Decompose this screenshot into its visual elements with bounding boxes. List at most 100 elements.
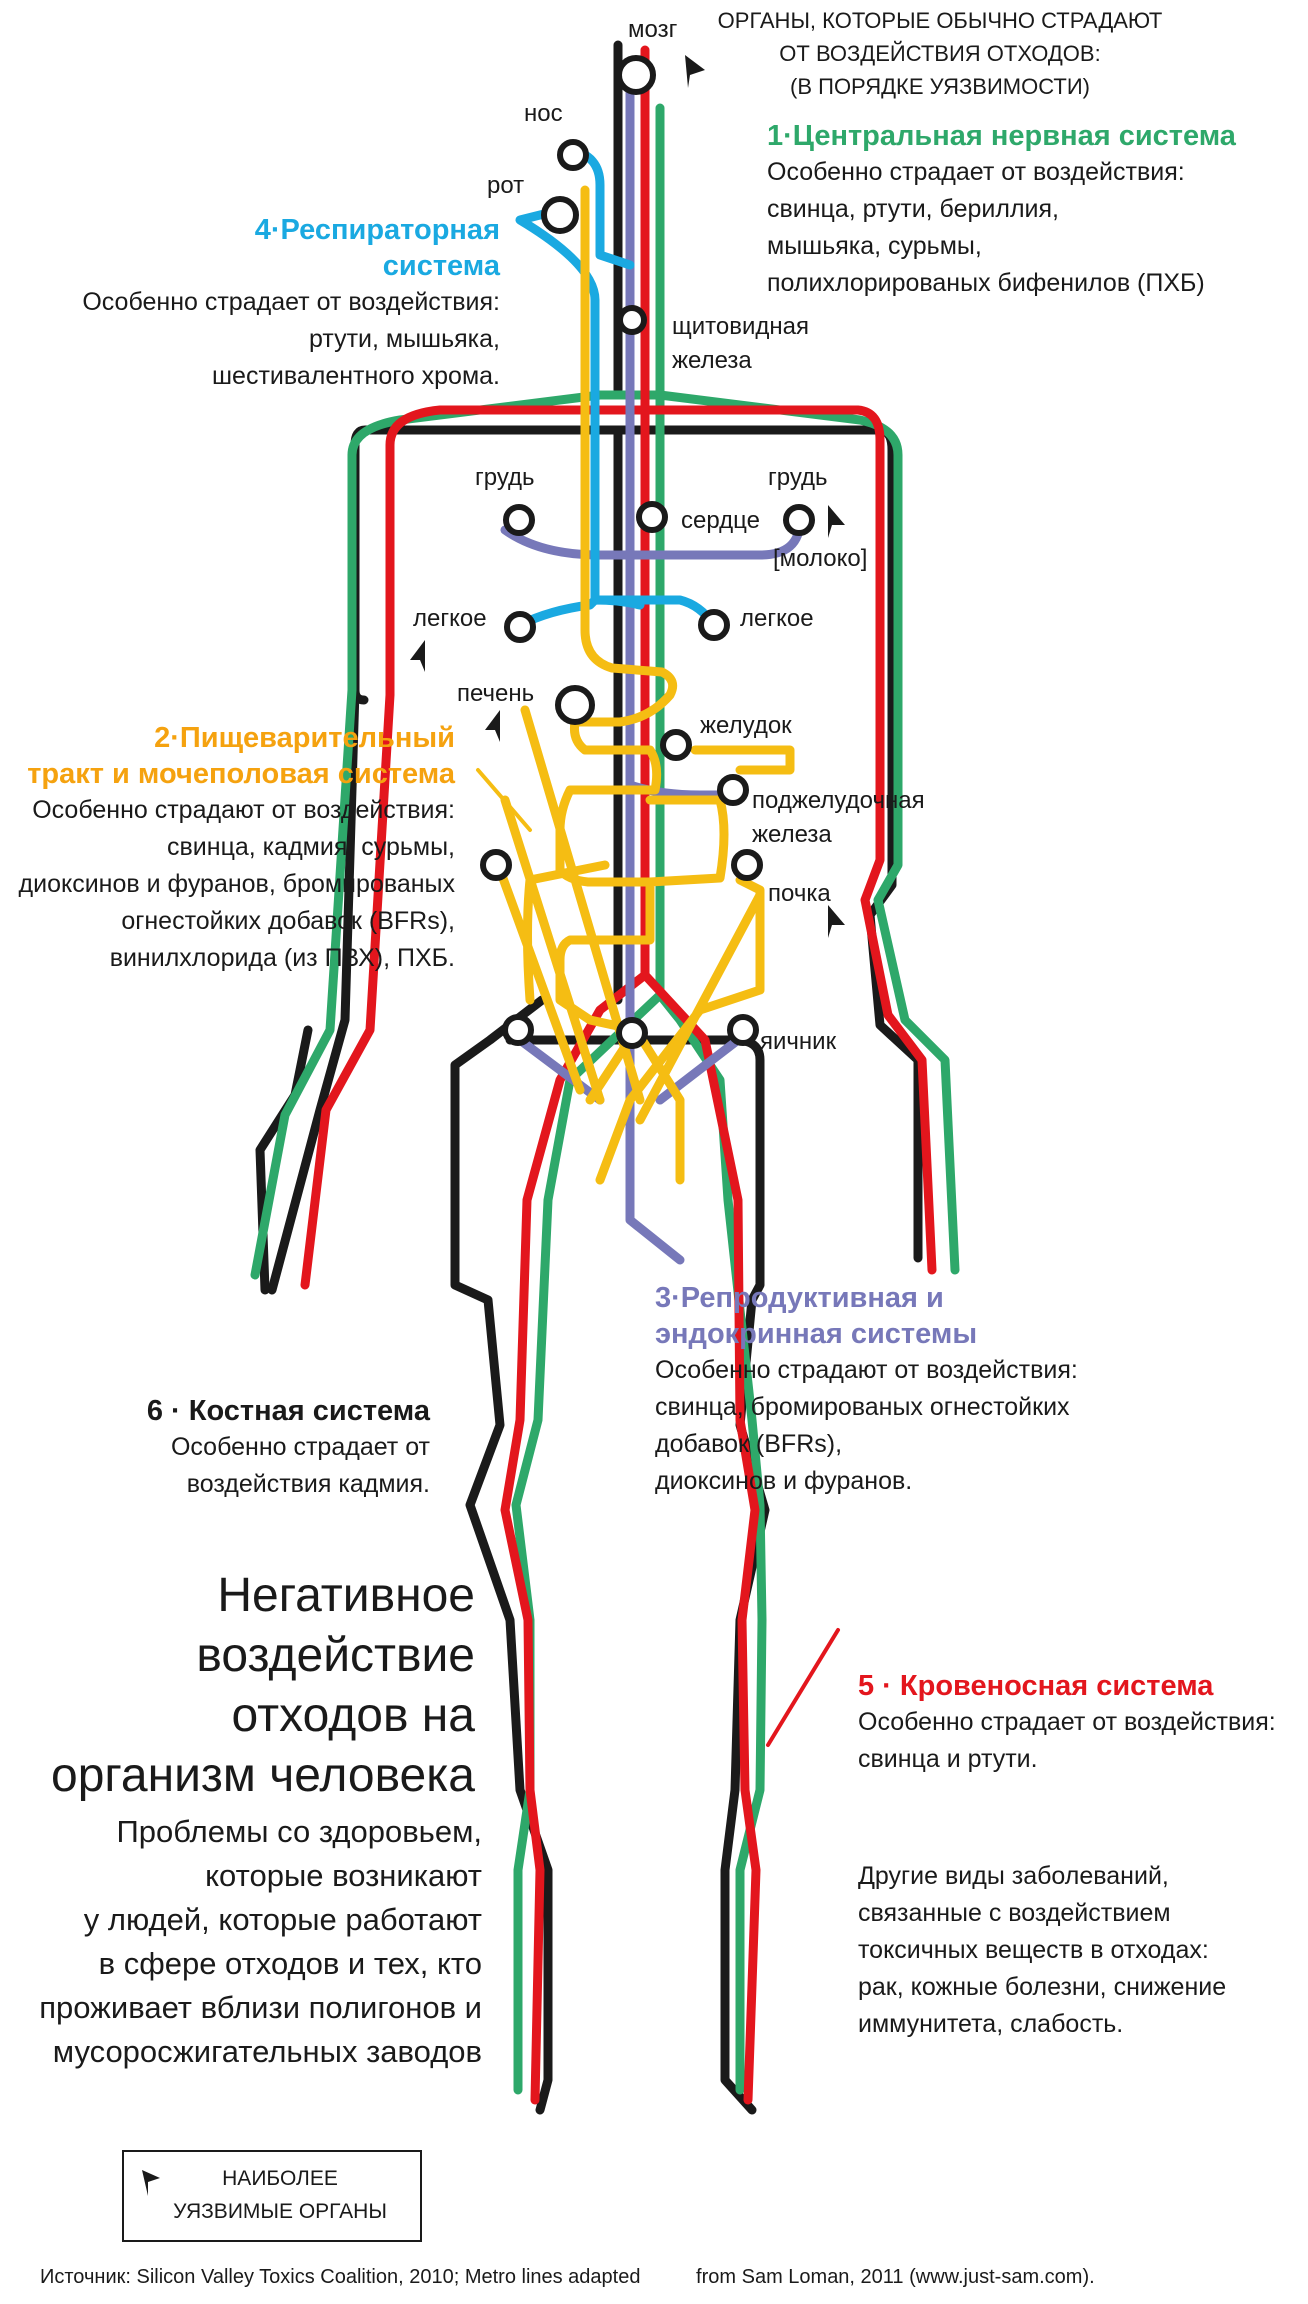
text-line: полихлорированых бифенилов (ПХБ) bbox=[767, 269, 1205, 297]
text-line: иммунитета, слабость. bbox=[858, 2010, 1124, 2038]
subtitle-line: у людей, которые работают bbox=[83, 1902, 482, 1937]
reproductive-system-title: эндокринная системы bbox=[655, 1318, 978, 1350]
nervous-system-title: 1·Центральная нервная система bbox=[767, 120, 1236, 152]
text-line: Особенно страдает от воздействия: bbox=[858, 1708, 1276, 1736]
station-stomach bbox=[660, 729, 692, 761]
vulnerable-arrow-kidney-icon bbox=[828, 905, 845, 938]
station-lung-right bbox=[698, 609, 730, 641]
legend-box bbox=[122, 2150, 422, 2242]
label-ovary: яичник bbox=[760, 1028, 837, 1055]
label-milk: [молоко] bbox=[773, 545, 868, 572]
subtitle-line: мусоросжигательных заводов bbox=[52, 2034, 482, 2069]
station-ovary-left bbox=[502, 1014, 534, 1046]
text-line: воздействия кадмия. bbox=[186, 1470, 430, 1498]
vulnerable-arrow-lung-icon bbox=[410, 640, 425, 672]
text-line: свинца и ртути. bbox=[858, 1745, 1038, 1773]
main-title-line: отходов на bbox=[231, 1689, 475, 1742]
station-breast-right bbox=[783, 504, 815, 536]
circulatory-system-block: 5 · Кровеносная система Особенно страдае… bbox=[858, 1668, 1276, 1778]
subtitle-line: которые возникают bbox=[205, 1858, 482, 1893]
digestive-system-title: 2·Пищеварительный bbox=[154, 722, 455, 754]
respiratory-system-title: система bbox=[382, 250, 500, 282]
reproductive-system-block: 3·Репродуктивная и эндокринная системы О… bbox=[655, 1280, 1078, 1500]
station-nose bbox=[557, 139, 589, 171]
circulatory-line bbox=[300, 45, 937, 2105]
label-lung-right: легкое bbox=[740, 605, 814, 632]
label-mouth: рот bbox=[487, 172, 525, 199]
station-uterus bbox=[616, 1017, 648, 1049]
subtitle: Проблемы со здоровьем, которые возникают… bbox=[0, 1810, 482, 2074]
station-breast-left bbox=[503, 504, 535, 536]
circulatory-system-title: 5 · Кровеносная система bbox=[858, 1670, 1214, 1702]
text-line: диоксинов и фуранов, бромированых bbox=[18, 870, 455, 898]
station-pancreas bbox=[717, 774, 749, 806]
station-lung-left bbox=[504, 611, 536, 643]
reproductive-line bbox=[500, 70, 805, 1265]
skeletal-system-title: 6 · Костная система bbox=[146, 1395, 430, 1427]
other-diseases-block: Другие виды заболеваний, связанные с воз… bbox=[858, 1858, 1226, 2043]
source-citation: Источник: Silicon Valley Toxics Coalitio… bbox=[40, 2266, 1095, 2288]
skeletal-system-block: 6 · Костная система Особенно страдает от… bbox=[100, 1393, 430, 1503]
station-kidney-right bbox=[731, 849, 763, 881]
respiratory-system-title: 4·Респираторная bbox=[254, 214, 500, 246]
text-line: токсичных веществ в отходах: bbox=[858, 1936, 1209, 1964]
subtitle-line: в сфере отходов и тех, кто bbox=[98, 1946, 482, 1981]
text-line: Особенно страдают от воздействия: bbox=[655, 1356, 1078, 1384]
text-line: диоксинов и фуранов. bbox=[655, 1467, 913, 1495]
subtitle-line: проживает вблизи полигонов и bbox=[39, 1990, 482, 2025]
header-line: ОРГАНЫ, КОТОРЫЕ ОБЫЧНО СТРАДАЮТ bbox=[717, 8, 1163, 33]
station-ovary-right bbox=[727, 1014, 759, 1046]
subtitle-line: Проблемы со здоровьем, bbox=[116, 1814, 483, 1849]
digestive-box-right bbox=[690, 745, 795, 775]
station-liver bbox=[555, 685, 595, 725]
header-line: ОТ ВОЗДЕЙСТВИЯ ОТХОДОВ: bbox=[779, 41, 1101, 66]
reproductive-system-title: 3·Репродуктивная и bbox=[655, 1282, 944, 1314]
text-line: свинца, кадмия, сурьмы, bbox=[167, 833, 455, 861]
label-breast-left: грудь bbox=[475, 464, 535, 491]
digestive-system-title: тракт и мочеполовая система bbox=[27, 758, 455, 790]
vulnerable-arrow-liver-icon bbox=[485, 710, 500, 742]
label-liver: печень bbox=[457, 680, 535, 707]
text-line: связанные с воздействием bbox=[858, 1899, 1171, 1927]
legend-label: НАИБОЛЕЕ УЯЗВИМЫЕ ОРГАНЫ bbox=[160, 2162, 400, 2228]
text-line: Другие виды заболеваний, bbox=[858, 1862, 1169, 1890]
vulnerable-arrow-breast-icon bbox=[828, 505, 845, 538]
station-thyroid bbox=[617, 305, 647, 335]
text-line: свинца, бромированых огнестойких bbox=[655, 1393, 1070, 1421]
station-brain bbox=[616, 55, 656, 95]
text-line: добавок (BFRs), bbox=[655, 1430, 843, 1458]
main-title-line: воздействие bbox=[196, 1629, 475, 1682]
label-pancreas: поджелудочная железа bbox=[752, 787, 925, 848]
label-nose: нос bbox=[524, 100, 563, 127]
text-line: рак, кожные болезни, снижение bbox=[858, 1973, 1227, 2001]
text-line: Особенно страдает от bbox=[170, 1433, 430, 1461]
nervous-system-block: 1·Центральная нервная система Особенно с… bbox=[767, 118, 1236, 302]
digestive-system-block: 2·Пищеварительный тракт и мочеполовая си… bbox=[0, 720, 455, 977]
text-line: Особенно страдает от воздействия: bbox=[767, 158, 1185, 186]
label-stomach: желудок bbox=[700, 712, 792, 739]
label-heart: сердце bbox=[681, 507, 760, 534]
respiratory-system-block: 4·Респираторная система Особенно страдае… bbox=[30, 212, 500, 395]
header-line: (В ПОРЯДКЕ УЯЗВИМОСТИ) bbox=[790, 74, 1090, 99]
station-heart bbox=[636, 501, 668, 533]
label-breast-right: грудь bbox=[768, 464, 828, 491]
legend-arrow-icon bbox=[142, 2170, 160, 2196]
vulnerable-arrow-brain-icon bbox=[685, 55, 705, 88]
text-line: ртути, мышьяка, bbox=[308, 325, 500, 353]
label-kidney: почка bbox=[768, 880, 831, 907]
main-title-line: Негативное bbox=[217, 1569, 475, 1622]
digestive-line bbox=[495, 185, 765, 1185]
text-line: свинца, ртути, бериллия, bbox=[767, 195, 1059, 223]
text-line: шестивалентного хрома. bbox=[211, 362, 500, 390]
label-lung-left: легкое bbox=[413, 605, 487, 632]
label-thyroid: щитовидная железа bbox=[672, 313, 809, 374]
text-line: огнестойких добавок (BFRs), bbox=[121, 907, 455, 935]
legend-line: УЯЗВИМЫЕ ОРГАНЫ bbox=[173, 2200, 387, 2223]
text-line: мышьяка, сурьмы, bbox=[767, 232, 982, 260]
circulatory-pointer bbox=[766, 1628, 840, 1747]
respiratory-line bbox=[515, 145, 719, 630]
digestive-pointer bbox=[476, 768, 532, 832]
text-line: Особенно страдает от воздействия: bbox=[82, 288, 500, 316]
nervous-line bbox=[250, 103, 960, 2095]
